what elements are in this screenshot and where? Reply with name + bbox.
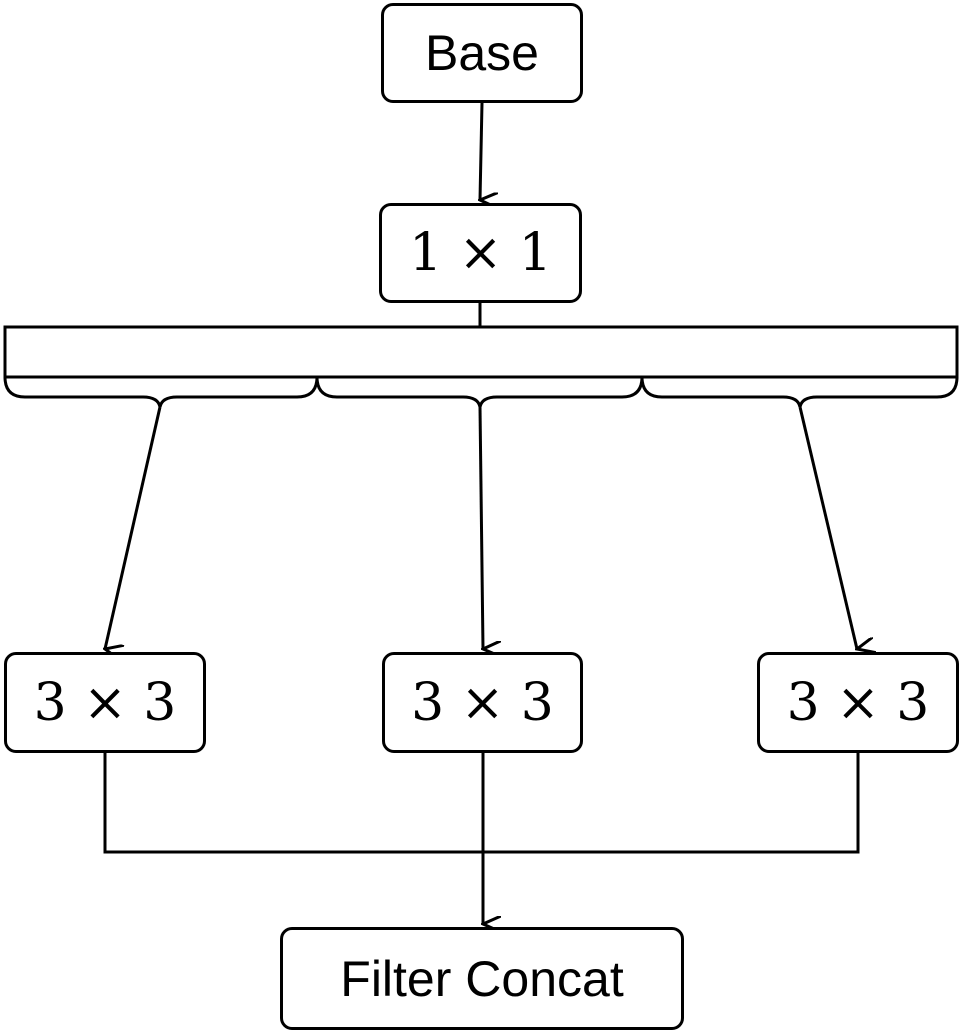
feature-map-bar bbox=[3, 325, 959, 379]
node-base: Base bbox=[381, 3, 583, 103]
node-conv-3x3-left: 3 × 3 bbox=[4, 652, 206, 753]
node-conv-3x3-right: 3 × 3 bbox=[757, 652, 959, 753]
node-conv-1x1: 1 × 1 bbox=[379, 203, 582, 303]
brace-right bbox=[640, 376, 959, 408]
node-conv-3x3-right-label: 3 × 3 bbox=[786, 672, 930, 733]
brace-left bbox=[3, 376, 319, 408]
node-filter-concat-label: Filter Concat bbox=[340, 950, 624, 1007]
node-base-label: Base bbox=[425, 25, 539, 81]
arrow-split-to-3x3-left bbox=[105, 406, 162, 649]
node-filter-concat: Filter Concat bbox=[280, 927, 684, 1030]
arrow-split-to-3x3-right bbox=[798, 406, 857, 649]
node-conv-3x3-mid-label: 3 × 3 bbox=[411, 672, 554, 733]
node-conv-1x1-label: 1 × 1 bbox=[409, 223, 552, 283]
brace-middle bbox=[315, 376, 644, 408]
node-conv-3x3-mid: 3 × 3 bbox=[382, 652, 583, 753]
node-conv-3x3-left-label: 3 × 3 bbox=[33, 672, 177, 733]
arrow-base-to-1x1 bbox=[480, 102, 482, 200]
arrow-split-to-3x3-mid bbox=[478, 406, 483, 649]
